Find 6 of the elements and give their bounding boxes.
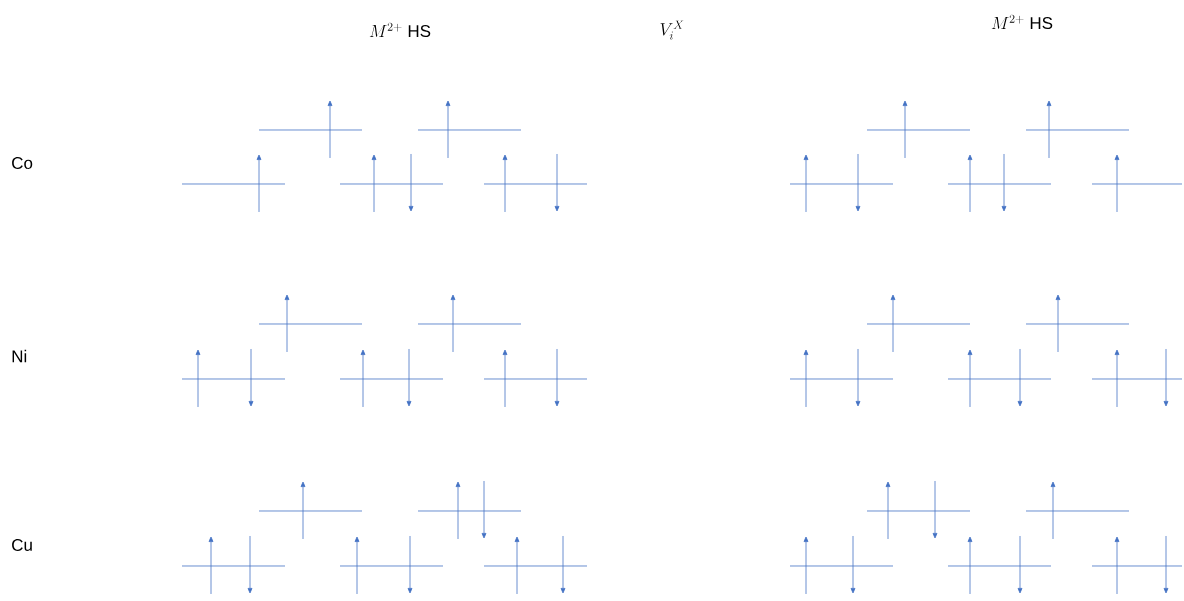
row-label: Co [12,156,33,169]
column-heading: $M^{2+}\ \mathrm{HS}$ [369,22,431,38]
column-heading: $M^{2+}\ \mathrm{HS}$ [991,14,1053,30]
row-label: Cu [12,538,32,551]
row-label: Ni [12,349,27,363]
column-heading: $V_i^X$ [660,20,684,40]
